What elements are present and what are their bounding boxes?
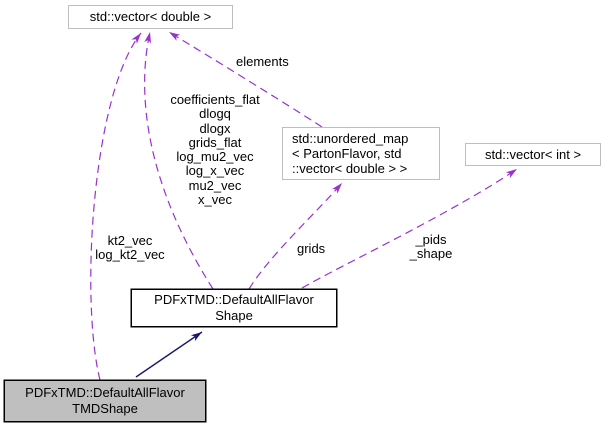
edge-label-line: log_x_vec (185, 163, 245, 179)
node-std-vector-double: std::vector< double > (68, 5, 233, 29)
node-label-line: TMDShape (72, 401, 138, 416)
node-std-vector-int: std::vector< int > (465, 143, 601, 166)
edge-label-line: x_vec (198, 192, 232, 208)
edge-label-pids-shape: _pids _shape (401, 232, 461, 262)
node-default-all-flavor-tmd-shape: PDFxTMD::DefaultAllFlavor TMDShape (4, 380, 206, 422)
edge-label-coefficients: coefficients_flat dlogq dlogx grids_flat… (160, 92, 270, 208)
edge-label-line: _pids (415, 232, 447, 247)
edge-grids (248, 182, 343, 290)
edge-inheritance (135, 331, 203, 378)
node-default-all-flavor-shape[interactable]: PDFxTMD::DefaultAllFlavor Shape (131, 289, 337, 327)
edge-elements (168, 31, 323, 128)
node-label-line: std::unordered_map (292, 131, 409, 146)
edge-coefficients (144, 31, 214, 290)
edge-label-line: _shape (409, 246, 453, 262)
node-label: std::vector< double > (89, 9, 212, 24)
edge-label-kt2-vec: kt2_vec log_kt2_vec (85, 233, 175, 263)
edge-label-line: coefficients_flat (170, 92, 260, 107)
node-label-line: < PartonFlavor, std (292, 146, 402, 161)
edge-label-line: dlogx (199, 120, 231, 136)
edge-label-line: log_mu2_vec (176, 149, 254, 165)
edge-label-line: kt2_vec (107, 233, 153, 248)
edge-label-line: log_kt2_vec (95, 247, 165, 263)
node-label: std::vector< int > (484, 146, 582, 162)
edge-kt2-vec (90, 32, 142, 381)
node-label-line: PDFxTMD::DefaultAllFlavor (25, 385, 185, 400)
node-label-line: PDFxTMD::DefaultAllFlavor (154, 292, 314, 307)
edge-pids-shape (301, 168, 518, 289)
edge-label-elements: elements (236, 54, 289, 69)
edge-label-line: dlogq (199, 106, 231, 122)
node-label-line: Shape (215, 308, 253, 323)
edge-label-grids: grids (297, 241, 326, 256)
node-std-unordered-map: std::unordered_map < PartonFlavor, std :… (282, 127, 440, 180)
edge-label-line: grids_flat (188, 134, 242, 150)
node-label-line: ::vector< double > > (292, 161, 408, 176)
edge-label-line: mu2_vec (188, 177, 242, 193)
